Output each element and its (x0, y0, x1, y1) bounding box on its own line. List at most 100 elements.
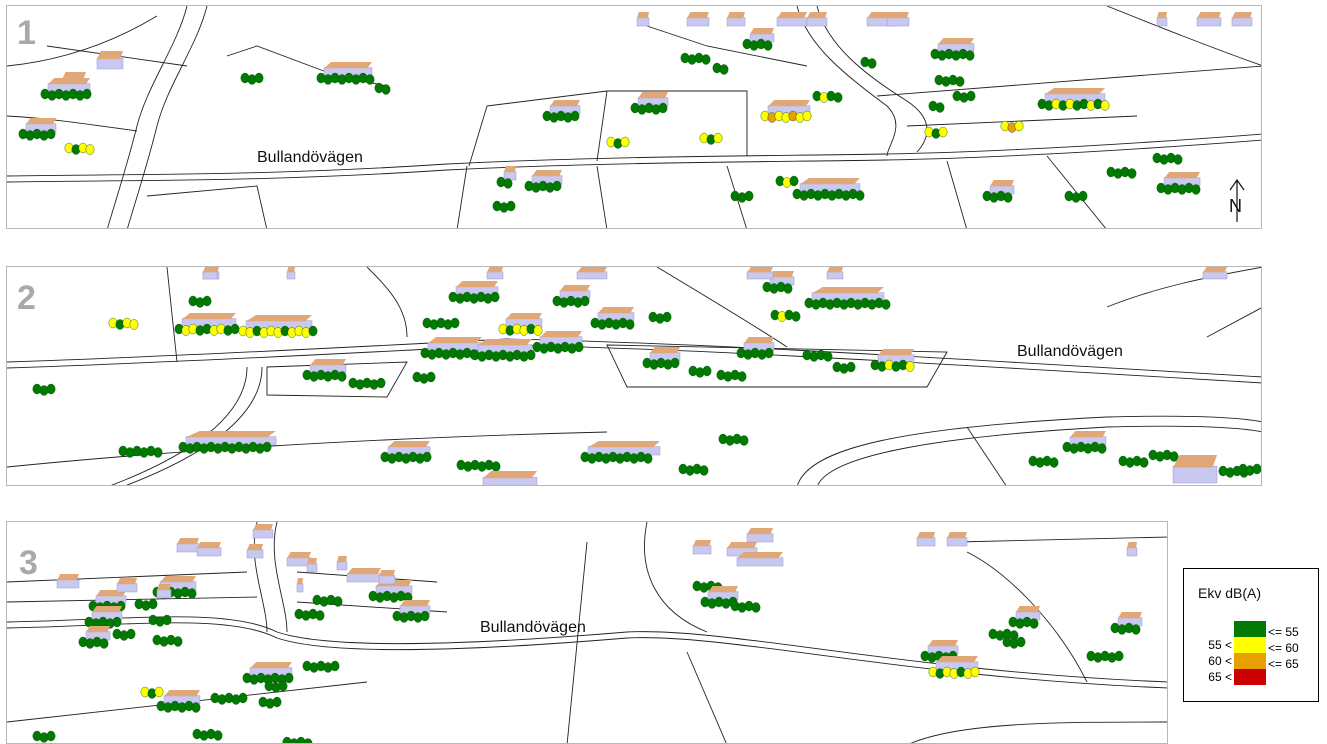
receiver-cluster (524, 180, 562, 193)
receiver-cluster (1156, 182, 1201, 195)
building (776, 12, 808, 27)
building (549, 100, 581, 115)
receiver-cluster (152, 634, 183, 647)
receiver-cluster (930, 48, 975, 61)
receiver-cluster (642, 357, 680, 370)
receiver-cluster (282, 736, 313, 743)
receiver-cluster (380, 451, 432, 464)
building (387, 441, 431, 456)
building (1069, 431, 1107, 446)
receiver-cluster (348, 377, 386, 390)
receiver-cluster (1148, 449, 1179, 462)
receiver-cluster (312, 594, 343, 607)
building (576, 267, 608, 280)
receiver-cluster (422, 317, 460, 330)
receiver-cluster (18, 128, 56, 141)
receiver-cluster (1086, 650, 1124, 663)
receiver-cluster (316, 72, 375, 85)
building (1163, 172, 1201, 187)
receiver-cluster (134, 598, 158, 611)
building (1156, 12, 1168, 27)
receiver-cluster (240, 72, 264, 85)
map-2-canvas (7, 267, 1261, 485)
building (743, 337, 775, 352)
legend-class-2: 55 < <= 60 (1184, 637, 1320, 655)
receiver-cluster (718, 433, 749, 446)
building (486, 267, 504, 280)
receiver-cluster (928, 666, 980, 679)
receiver-cluster (870, 359, 915, 372)
receiver-cluster (832, 361, 856, 374)
receiver-cluster (688, 365, 712, 378)
receiver-cluster (140, 686, 164, 699)
map-3-roads (7, 522, 1167, 743)
road-label-bullandovagen: Bullandövägen (1017, 343, 1123, 360)
receiver-cluster (680, 52, 711, 65)
building (539, 331, 583, 346)
receiver-cluster (678, 463, 709, 476)
building (1126, 542, 1138, 557)
receiver-cluster (860, 56, 877, 69)
receiver-cluster (988, 628, 1019, 641)
receiver-cluster (1002, 636, 1026, 649)
receiver-cluster (1118, 455, 1149, 468)
building (736, 552, 784, 567)
map-3-canvas (7, 522, 1167, 743)
receiver-cluster (412, 371, 436, 384)
north-label: N (1229, 196, 1242, 216)
legend-swatch (1234, 653, 1266, 669)
building (336, 556, 348, 571)
building (286, 552, 312, 567)
legend-swatch (1234, 637, 1266, 653)
receiver-cluster (302, 660, 340, 673)
panel-number: 2 (17, 279, 36, 317)
legend-class-3: 60 < <= 65 (1184, 653, 1320, 671)
receiver-cluster (108, 317, 139, 330)
panel-number: 3 (19, 544, 38, 582)
building (726, 12, 746, 27)
receiver-cluster (580, 451, 653, 464)
building (196, 542, 222, 557)
receiver-cluster (210, 692, 248, 705)
receiver-cluster (238, 325, 318, 338)
building (96, 51, 124, 70)
receiver-cluster (730, 190, 754, 203)
receiver-cluster (448, 291, 500, 304)
receiver-cluster (40, 88, 92, 101)
building (806, 12, 828, 27)
receiver-cluster (630, 102, 668, 115)
map-panel-1: 1 Bullandövägen N (6, 5, 1262, 229)
building (47, 78, 91, 93)
building (946, 532, 968, 547)
building (163, 690, 201, 705)
receiver-cluster (775, 175, 799, 188)
legend-low: 60 < (1208, 654, 1232, 668)
receiver-cluster (498, 323, 543, 336)
receiver-cluster (982, 190, 1013, 203)
north-arrow-icon (1229, 178, 1245, 222)
legend-high: <= 65 (1268, 657, 1299, 671)
legend-title: Ekv dB(A) (1198, 585, 1262, 601)
receiver-cluster (712, 62, 729, 75)
building (306, 558, 318, 573)
receiver-cluster (264, 680, 288, 693)
building (202, 267, 218, 280)
receiver-cluster (112, 628, 136, 641)
receiver-cluster (1028, 455, 1059, 468)
building (1196, 12, 1222, 27)
receiver-cluster (742, 38, 773, 51)
receiver-cluster (456, 459, 501, 472)
building (56, 574, 80, 589)
building (686, 12, 710, 27)
map-1-canvas (7, 6, 1261, 228)
building (636, 12, 650, 27)
receiver-cluster (1037, 98, 1110, 111)
receiver-cluster (736, 347, 774, 360)
building (767, 100, 811, 115)
receiver-cluster (258, 696, 282, 709)
building (399, 600, 431, 615)
legend-class-4: 65 < (1184, 669, 1320, 685)
receiver-cluster (952, 90, 976, 103)
receiver-cluster (492, 200, 516, 213)
receiver-cluster (716, 369, 747, 382)
